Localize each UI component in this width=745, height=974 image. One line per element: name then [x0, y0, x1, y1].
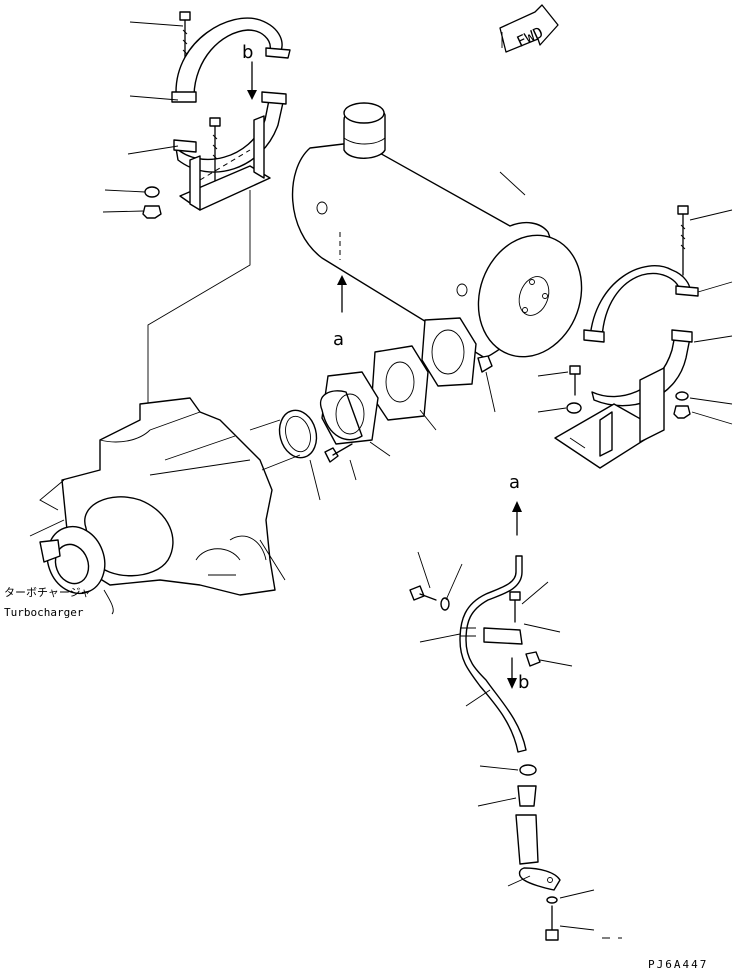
ref-label-b-top: b [242, 42, 253, 63]
ref-arrow-a-top: a [333, 275, 347, 350]
ref-label-a-top: a [333, 329, 344, 350]
right-muffler-band-assembly [537, 205, 733, 469]
ref-arrow-b-top: b [242, 42, 257, 100]
engine-turbocharger: ターボチャージャ Turbocharger [4, 397, 301, 619]
ref-arrow-b-bottom: b [507, 657, 529, 693]
turbocharger-label-en: Turbocharger [4, 606, 84, 619]
fwd-direction-arrow: FWD [499, 4, 559, 53]
fwd-label: FWD [514, 23, 546, 51]
muffler-body [291, 102, 583, 413]
turbocharger-label-jp: ターボチャージャ [4, 586, 91, 599]
ref-label-b-bottom: b [518, 672, 529, 693]
ref-label-a-bottom: a [509, 472, 520, 493]
left-muffler-band-assembly [102, 11, 291, 410]
gasket-and-adapter-parts [278, 345, 437, 501]
drain-pipe-assembly [409, 551, 622, 941]
drawing-code: PJ6A447 [648, 958, 708, 971]
ref-arrow-a-bottom: a [509, 472, 522, 536]
